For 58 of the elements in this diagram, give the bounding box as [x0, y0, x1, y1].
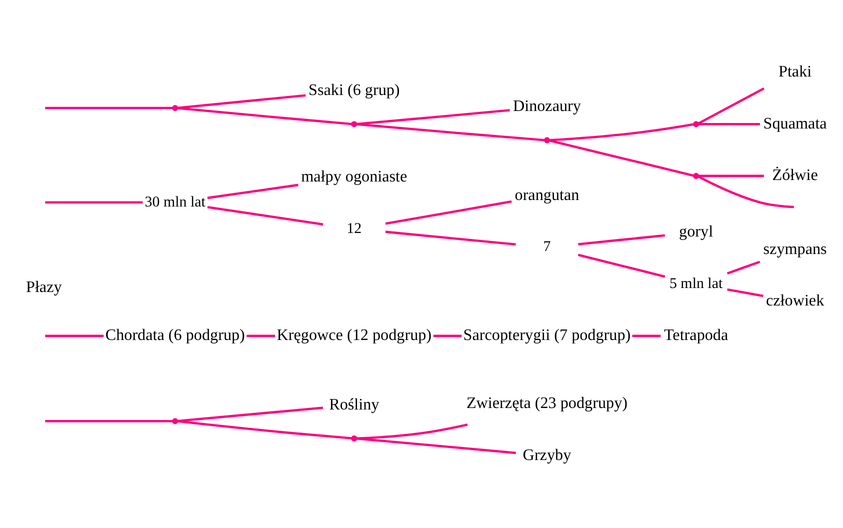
connector [727, 288, 764, 298]
node-text: człowiek [766, 292, 824, 310]
connector [178, 406, 324, 422]
connector [356, 109, 510, 126]
node-text: Ssaki (6 grup) [308, 82, 400, 100]
node-text: Płazy [26, 278, 62, 296]
connector [698, 174, 764, 178]
node-point [172, 418, 178, 424]
node-point [544, 137, 550, 144]
connector [632, 334, 661, 338]
connector [385, 230, 516, 246]
node-point [351, 121, 358, 128]
connector [698, 87, 764, 124]
connector [726, 260, 760, 274]
node-text: Tetrapoda [664, 327, 728, 344]
connector [550, 140, 694, 177]
connector [385, 200, 512, 225]
node-text: Zwierzęta (23 podgrupy) [466, 395, 628, 412]
connector [356, 123, 544, 142]
node-text: Ptaki [778, 64, 812, 81]
connector [698, 122, 760, 126]
node-text: orangutan [514, 186, 580, 204]
node-text: Sarcopterygii (7 podgrup) [463, 327, 631, 344]
node-text: Squamata [763, 115, 827, 132]
connector [356, 424, 468, 440]
node-text: szympans [763, 240, 827, 258]
node-label: 7 [543, 239, 551, 256]
connector [246, 334, 276, 338]
connector [178, 107, 352, 126]
connector [207, 184, 298, 200]
connector [698, 176, 794, 208]
node-label: 5 mln lat [669, 276, 723, 292]
connector [578, 234, 666, 246]
connector [578, 254, 666, 278]
node-point [693, 172, 700, 179]
connector [178, 420, 352, 440]
node-text: Grzyby [522, 446, 572, 464]
node-point [351, 435, 358, 442]
node-label: 12 [346, 220, 362, 237]
node-label: 30 mln lat [144, 194, 206, 210]
connector [207, 206, 324, 226]
connector [45, 334, 104, 338]
node-text: Chordata (6 podgrup) [105, 327, 245, 344]
connector [45, 201, 143, 204]
node-text: goryl [679, 224, 714, 241]
connector [433, 334, 462, 338]
node-point [172, 104, 178, 112]
connector [356, 437, 516, 454]
connector [45, 106, 173, 110]
node-text: Kręgowce (12 podgrup) [276, 327, 432, 344]
node-text: Żółwie [772, 167, 818, 184]
connector [178, 94, 306, 109]
connector [45, 420, 173, 422]
node-text: Rośliny [329, 396, 380, 414]
connector [550, 123, 694, 142]
node-point [693, 121, 700, 128]
node-text: małpy ogoniaste [301, 168, 408, 186]
node-text: Dinozaury [512, 98, 581, 116]
